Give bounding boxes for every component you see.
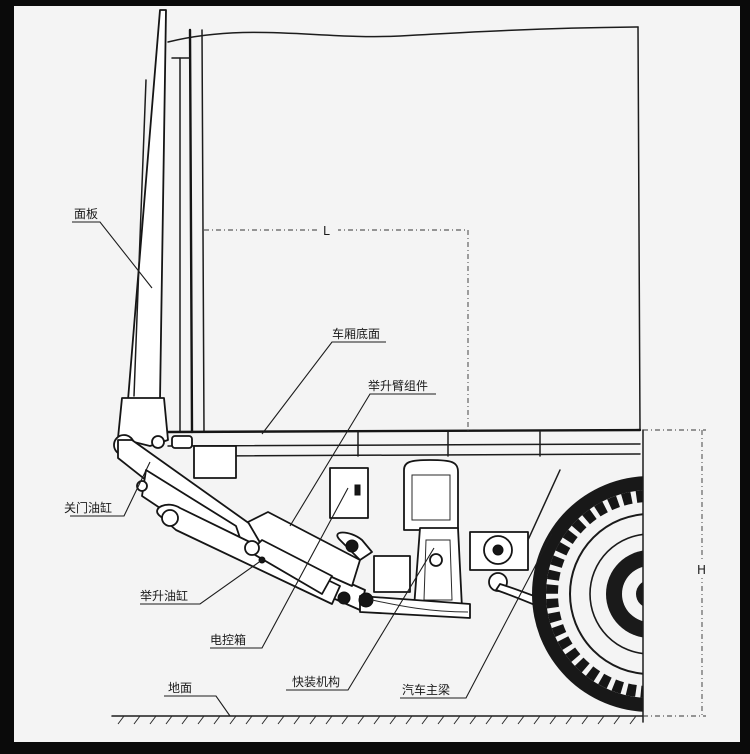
label-dimension-L: L	[323, 224, 330, 238]
label-dimension-H: H	[697, 563, 706, 577]
pump-unit	[336, 527, 471, 619]
cargo-box	[166, 26, 642, 457]
label-lift-cylinder: 举升油缸	[140, 588, 188, 603]
lift-arm-assembly	[117, 439, 366, 611]
rear-wheel	[532, 476, 643, 712]
labels: 面板 L 车厢底面 举升臂组件 关门油缸 举升油缸 电控箱 快装机构 汽车主梁 …	[64, 207, 706, 697]
label-ground: 地面	[168, 681, 192, 695]
label-control-box: 电控箱	[210, 632, 246, 647]
frame-bracket	[193, 445, 459, 531]
label-door-cylinder: 关门油缸	[64, 500, 112, 515]
label-panel: 面板	[74, 207, 98, 221]
dimension-L	[204, 222, 469, 432]
label-box-floor: 车厢底面	[332, 326, 380, 341]
ground-line	[111, 715, 644, 725]
label-lift-arm-assembly: 举升臂组件	[368, 379, 428, 393]
dimension-H	[643, 429, 710, 717]
leader-lines	[70, 221, 553, 717]
label-quick-mount: 快装机构	[292, 674, 340, 689]
label-main-beam: 汽车主梁	[402, 682, 450, 697]
